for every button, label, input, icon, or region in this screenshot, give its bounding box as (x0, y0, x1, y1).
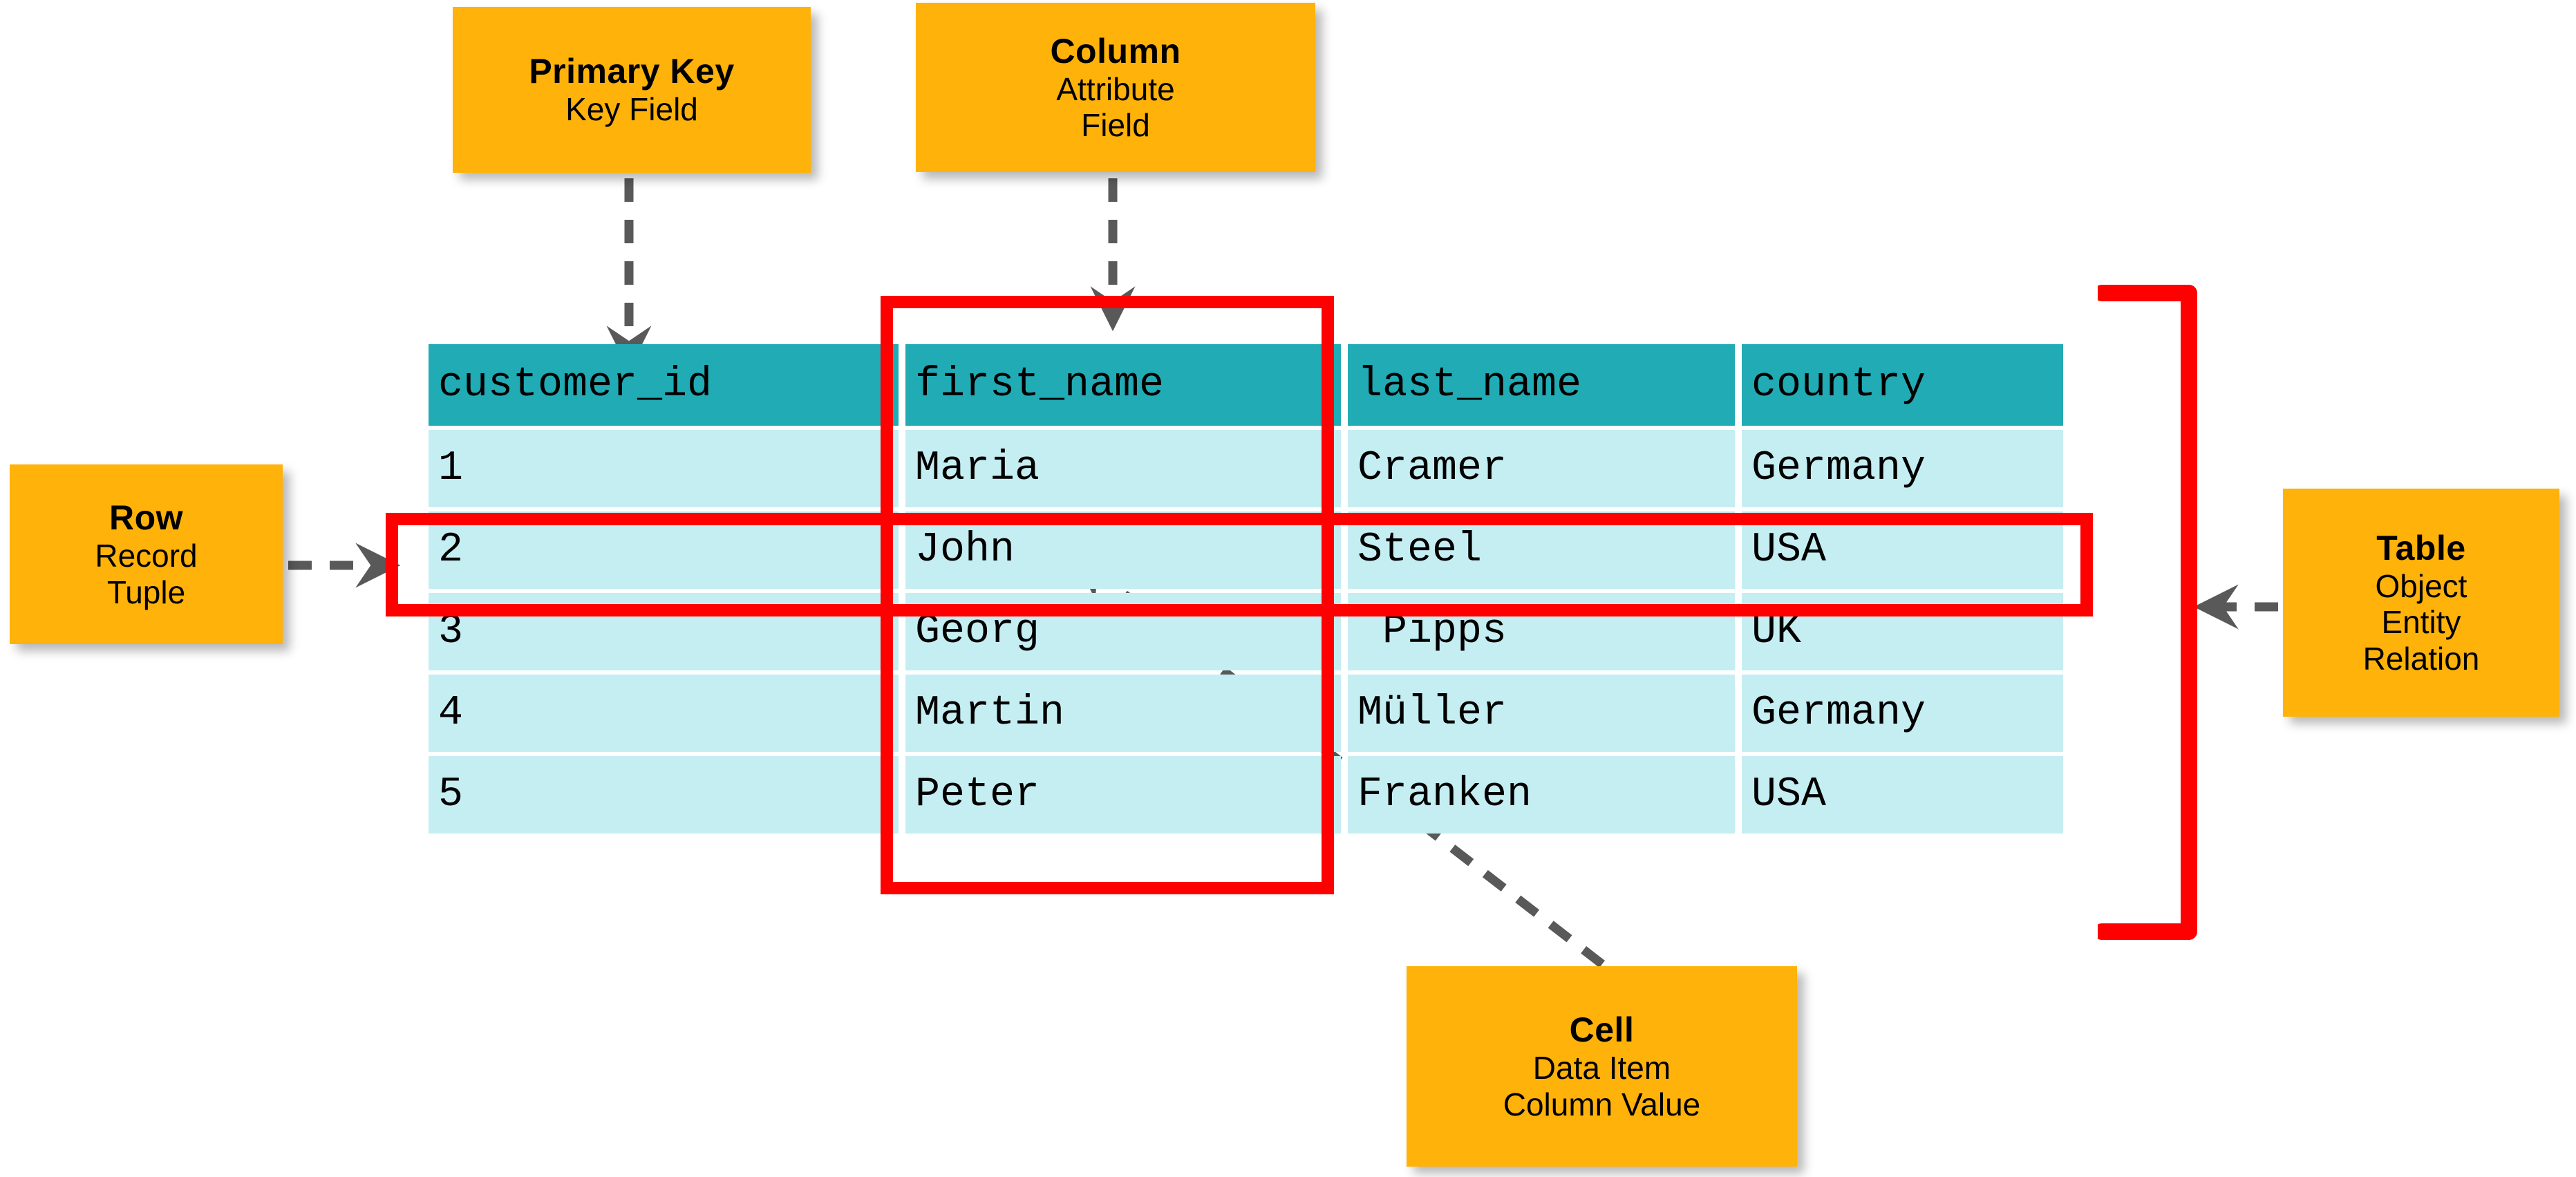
column-header-last-name[interactable]: last_name (1348, 344, 1735, 426)
cell-first-name[interactable]: Maria (905, 430, 1341, 507)
callout-cell[interactable]: Cell Data Item Column Value (1407, 966, 1797, 1167)
callout-column-line-2: Field (1081, 107, 1150, 143)
callout-table-line-1: Object (2375, 567, 2467, 604)
callout-row-line-2: Tuple (106, 574, 186, 610)
callout-row-line-1: Record (95, 538, 198, 574)
cell-country[interactable]: Germany (1742, 430, 2063, 507)
cell-customer-id[interactable]: 5 (429, 756, 899, 834)
cell-first-name[interactable]: Peter (905, 756, 1341, 834)
callout-primary-key[interactable]: Primary Key Key Field (453, 7, 811, 173)
table-row[interactable]: 1 Maria Cramer Germany (429, 430, 2063, 507)
cell-customer-id[interactable]: 4 (429, 675, 899, 752)
callout-cell-heading: Cell (1569, 1010, 1635, 1050)
cell-first-name[interactable]: Martin (905, 675, 1341, 752)
callout-row-heading: Row (109, 498, 184, 538)
row-highlight-rectangle (386, 513, 2093, 616)
callout-table-line-3: Relation (2362, 640, 2480, 677)
callout-column[interactable]: Column Attribute Field (916, 3, 1315, 172)
callout-row[interactable]: Row Record Tuple (10, 464, 283, 644)
table-row[interactable]: 5 Peter Franken USA (429, 756, 2063, 834)
callout-column-heading: Column (1050, 31, 1181, 70)
callout-cell-line-1: Data Item (1532, 1050, 1671, 1086)
table-bracket-icon (2098, 285, 2197, 940)
cell-last-name[interactable]: Franken (1348, 756, 1735, 834)
callout-table-heading: Table (2376, 528, 2466, 567)
table-row[interactable]: 4 Martin Müller Germany (429, 675, 2063, 752)
callout-table-line-2: Entity (2381, 604, 2461, 641)
column-header-customer-id[interactable]: customer_id (429, 344, 899, 426)
callout-table[interactable]: Table Object Entity Relation (2283, 489, 2559, 717)
cell-country[interactable]: USA (1742, 756, 2063, 834)
callout-primary-key-line-1: Key Field (565, 91, 698, 128)
table-header-row: customer_id first_name last_name country (429, 344, 2063, 426)
cell-last-name[interactable]: Müller (1348, 675, 1735, 752)
callout-primary-key-heading: Primary Key (529, 52, 735, 91)
callout-cell-line-2: Column Value (1503, 1086, 1701, 1122)
callout-column-line-1: Attribute (1056, 70, 1175, 107)
cell-last-name[interactable]: Cramer (1348, 430, 1735, 507)
column-header-country[interactable]: country (1742, 344, 2063, 426)
column-header-first-name[interactable]: first_name (905, 344, 1341, 426)
column-highlight-rectangle (881, 296, 1334, 894)
cell-country[interactable]: Germany (1742, 675, 2063, 752)
cell-customer-id[interactable]: 1 (429, 430, 899, 507)
